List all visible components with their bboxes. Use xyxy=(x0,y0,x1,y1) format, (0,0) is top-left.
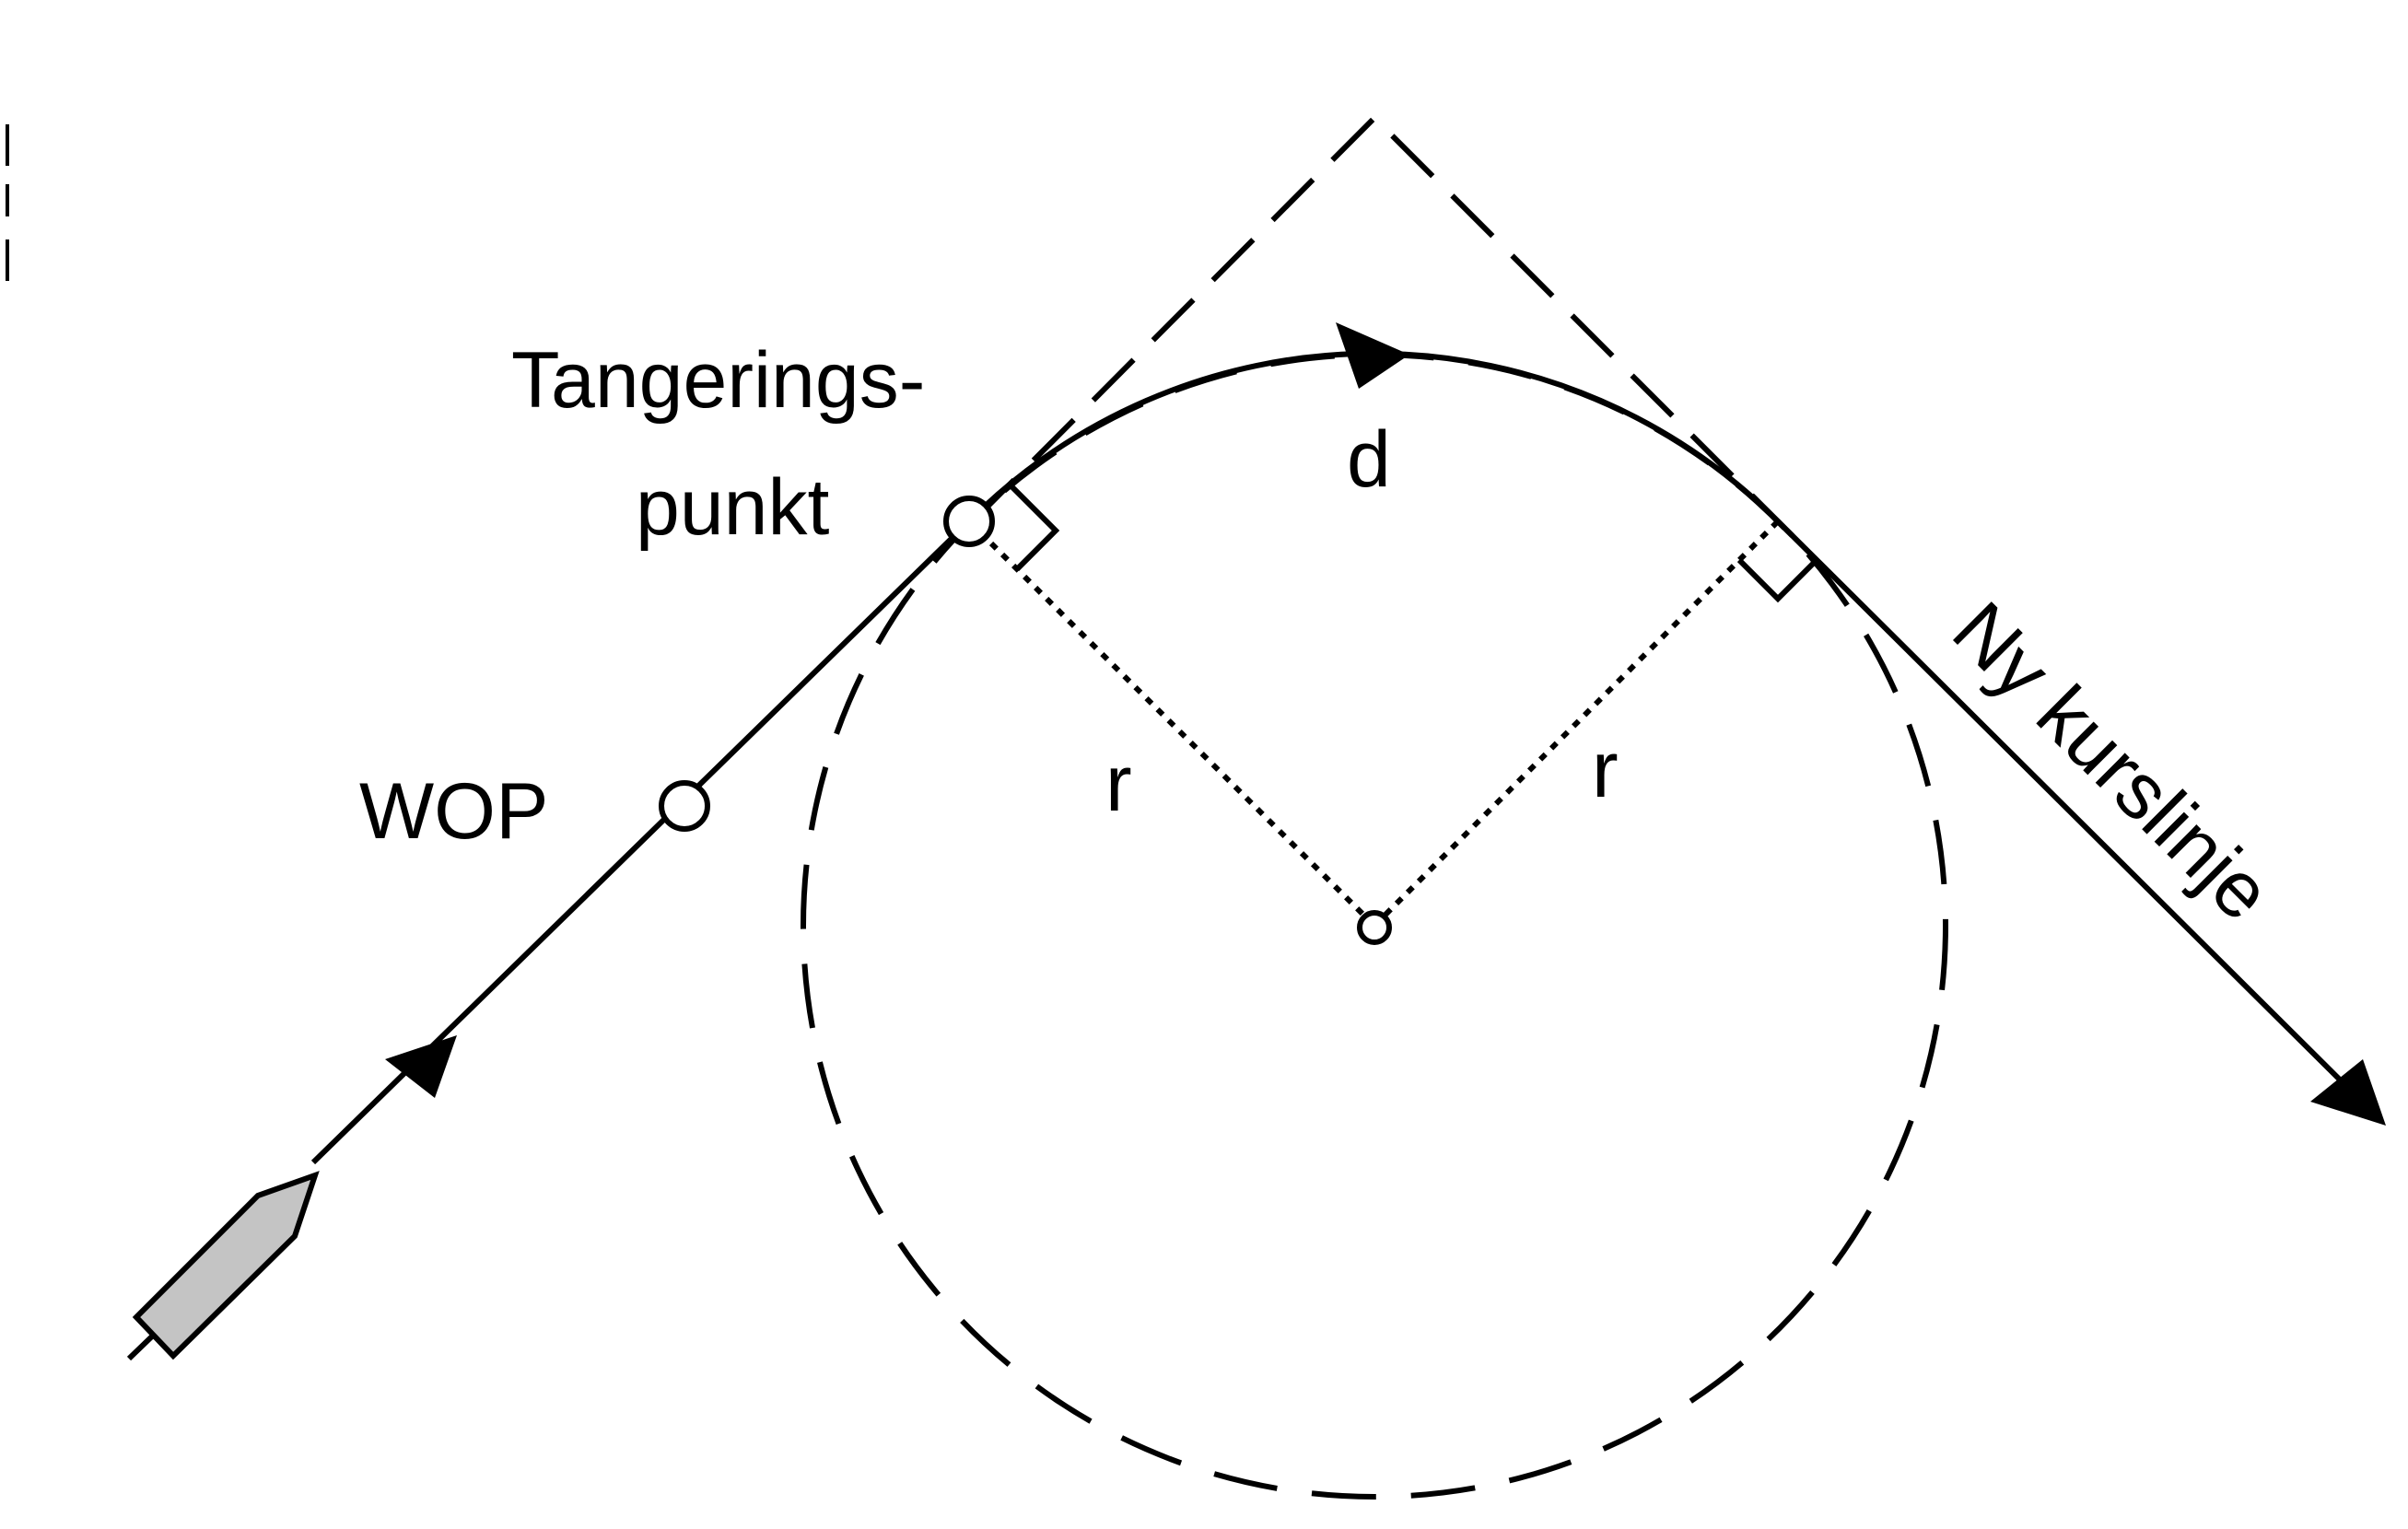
wop-marker xyxy=(659,780,710,832)
new-course-line xyxy=(1775,519,2370,1110)
right-angle-symbol-left xyxy=(1005,480,1060,572)
arc-distance-label: d xyxy=(1347,415,1391,504)
arc-direction-arrow xyxy=(1336,322,1409,389)
vessel-icon xyxy=(126,1171,320,1361)
new-course-label: Ny kurslinje xyxy=(1936,586,2288,938)
course-arrow xyxy=(385,1035,457,1098)
new-course-arrow xyxy=(2310,1059,2386,1126)
radius-lines xyxy=(966,519,1781,928)
right-angle-symbol-right xyxy=(1736,557,1819,603)
wop-label: WOP xyxy=(359,767,548,856)
radius-label-right: r xyxy=(1592,726,1619,814)
tangent-point-marker xyxy=(943,496,995,547)
circle-center-marker xyxy=(1357,910,1392,945)
course-extension-lines xyxy=(971,113,1808,552)
tangent-point-label-line2: punkt xyxy=(636,463,829,552)
radius-label-left: r xyxy=(1105,740,1132,828)
tangent-point-label-line1: Tangerings- xyxy=(511,336,925,425)
